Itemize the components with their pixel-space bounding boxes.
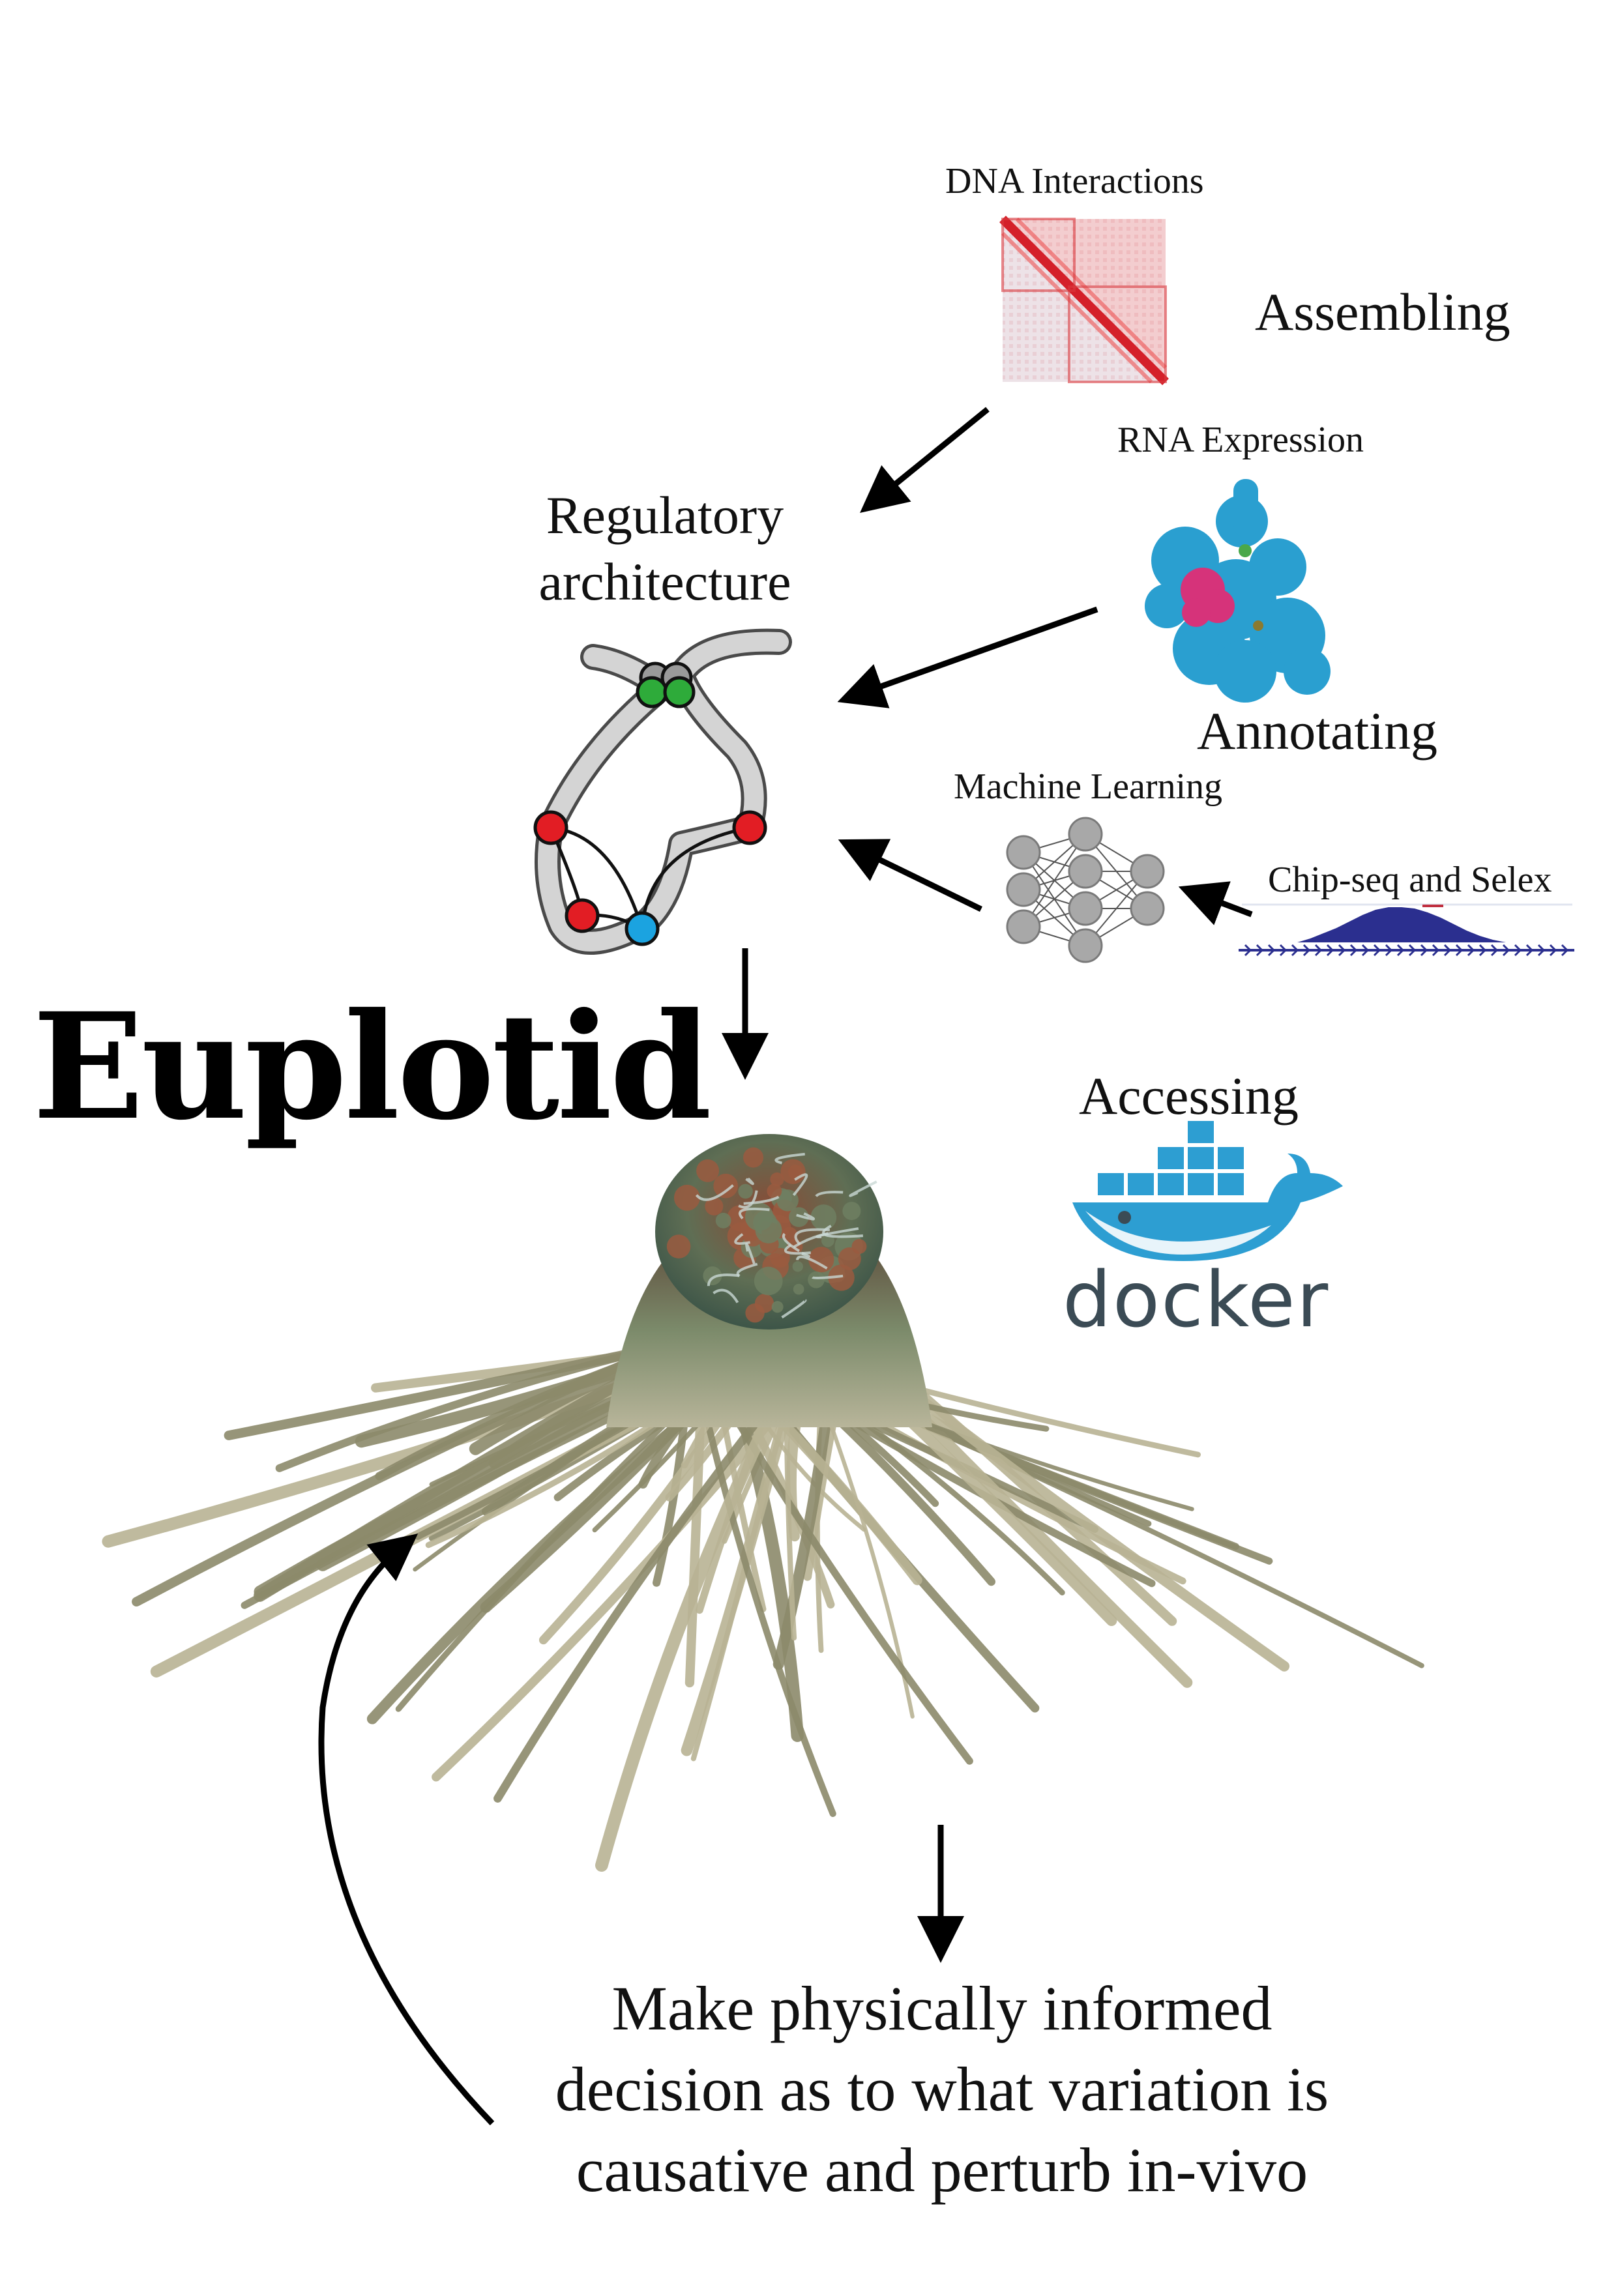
label-regulatory-architecture: Regulatory architecture (515, 482, 815, 615)
arrow-feedback-loop (318, 1533, 495, 2126)
label-accessing: Accessing (1079, 1066, 1299, 1126)
chromatin-loop-icon (533, 628, 792, 955)
label-regulatory-line1: Regulatory (546, 486, 784, 545)
arrow-dna-to-regulatory (860, 407, 990, 514)
arrow-ml-to-regulatory (838, 839, 982, 912)
label-dna-interactions: DNA Interactions (945, 161, 1204, 201)
label-chip-seq-selex: Chip-seq and Selex (1268, 860, 1552, 900)
arrow-chip-to-ml (1178, 881, 1253, 925)
label-rna-expression: RNA Expression (1117, 420, 1364, 460)
page-title: Euplotid (33, 981, 712, 1152)
docker-whale-icon (1072, 1121, 1343, 1261)
neural-network-icon (1006, 817, 1165, 963)
hic-heatmap-icon (999, 216, 1169, 385)
conclusion-line2: decision as to what variation is (555, 2054, 1329, 2124)
arrow-rna-to-regulatory (837, 606, 1098, 708)
label-annotating: Annotating (1197, 701, 1437, 761)
conclusion-line3: causative and perturb in-vivo (576, 2135, 1308, 2205)
protein-structure-icon (1145, 479, 1331, 703)
conclusion-text: Make physically informed decision as to … (508, 1968, 1375, 2211)
label-machine-learning: Machine Learning (954, 766, 1223, 807)
docker-wordmark: docker (1063, 1255, 1330, 1344)
label-regulatory-line2: architecture (538, 552, 791, 611)
cell-image (102, 1134, 1424, 1872)
label-assembling: Assembling (1255, 282, 1510, 341)
arrows (318, 407, 1253, 2126)
chip-peak-icon (1239, 903, 1574, 957)
conclusion-line1: Make physically informed (611, 1973, 1272, 2043)
